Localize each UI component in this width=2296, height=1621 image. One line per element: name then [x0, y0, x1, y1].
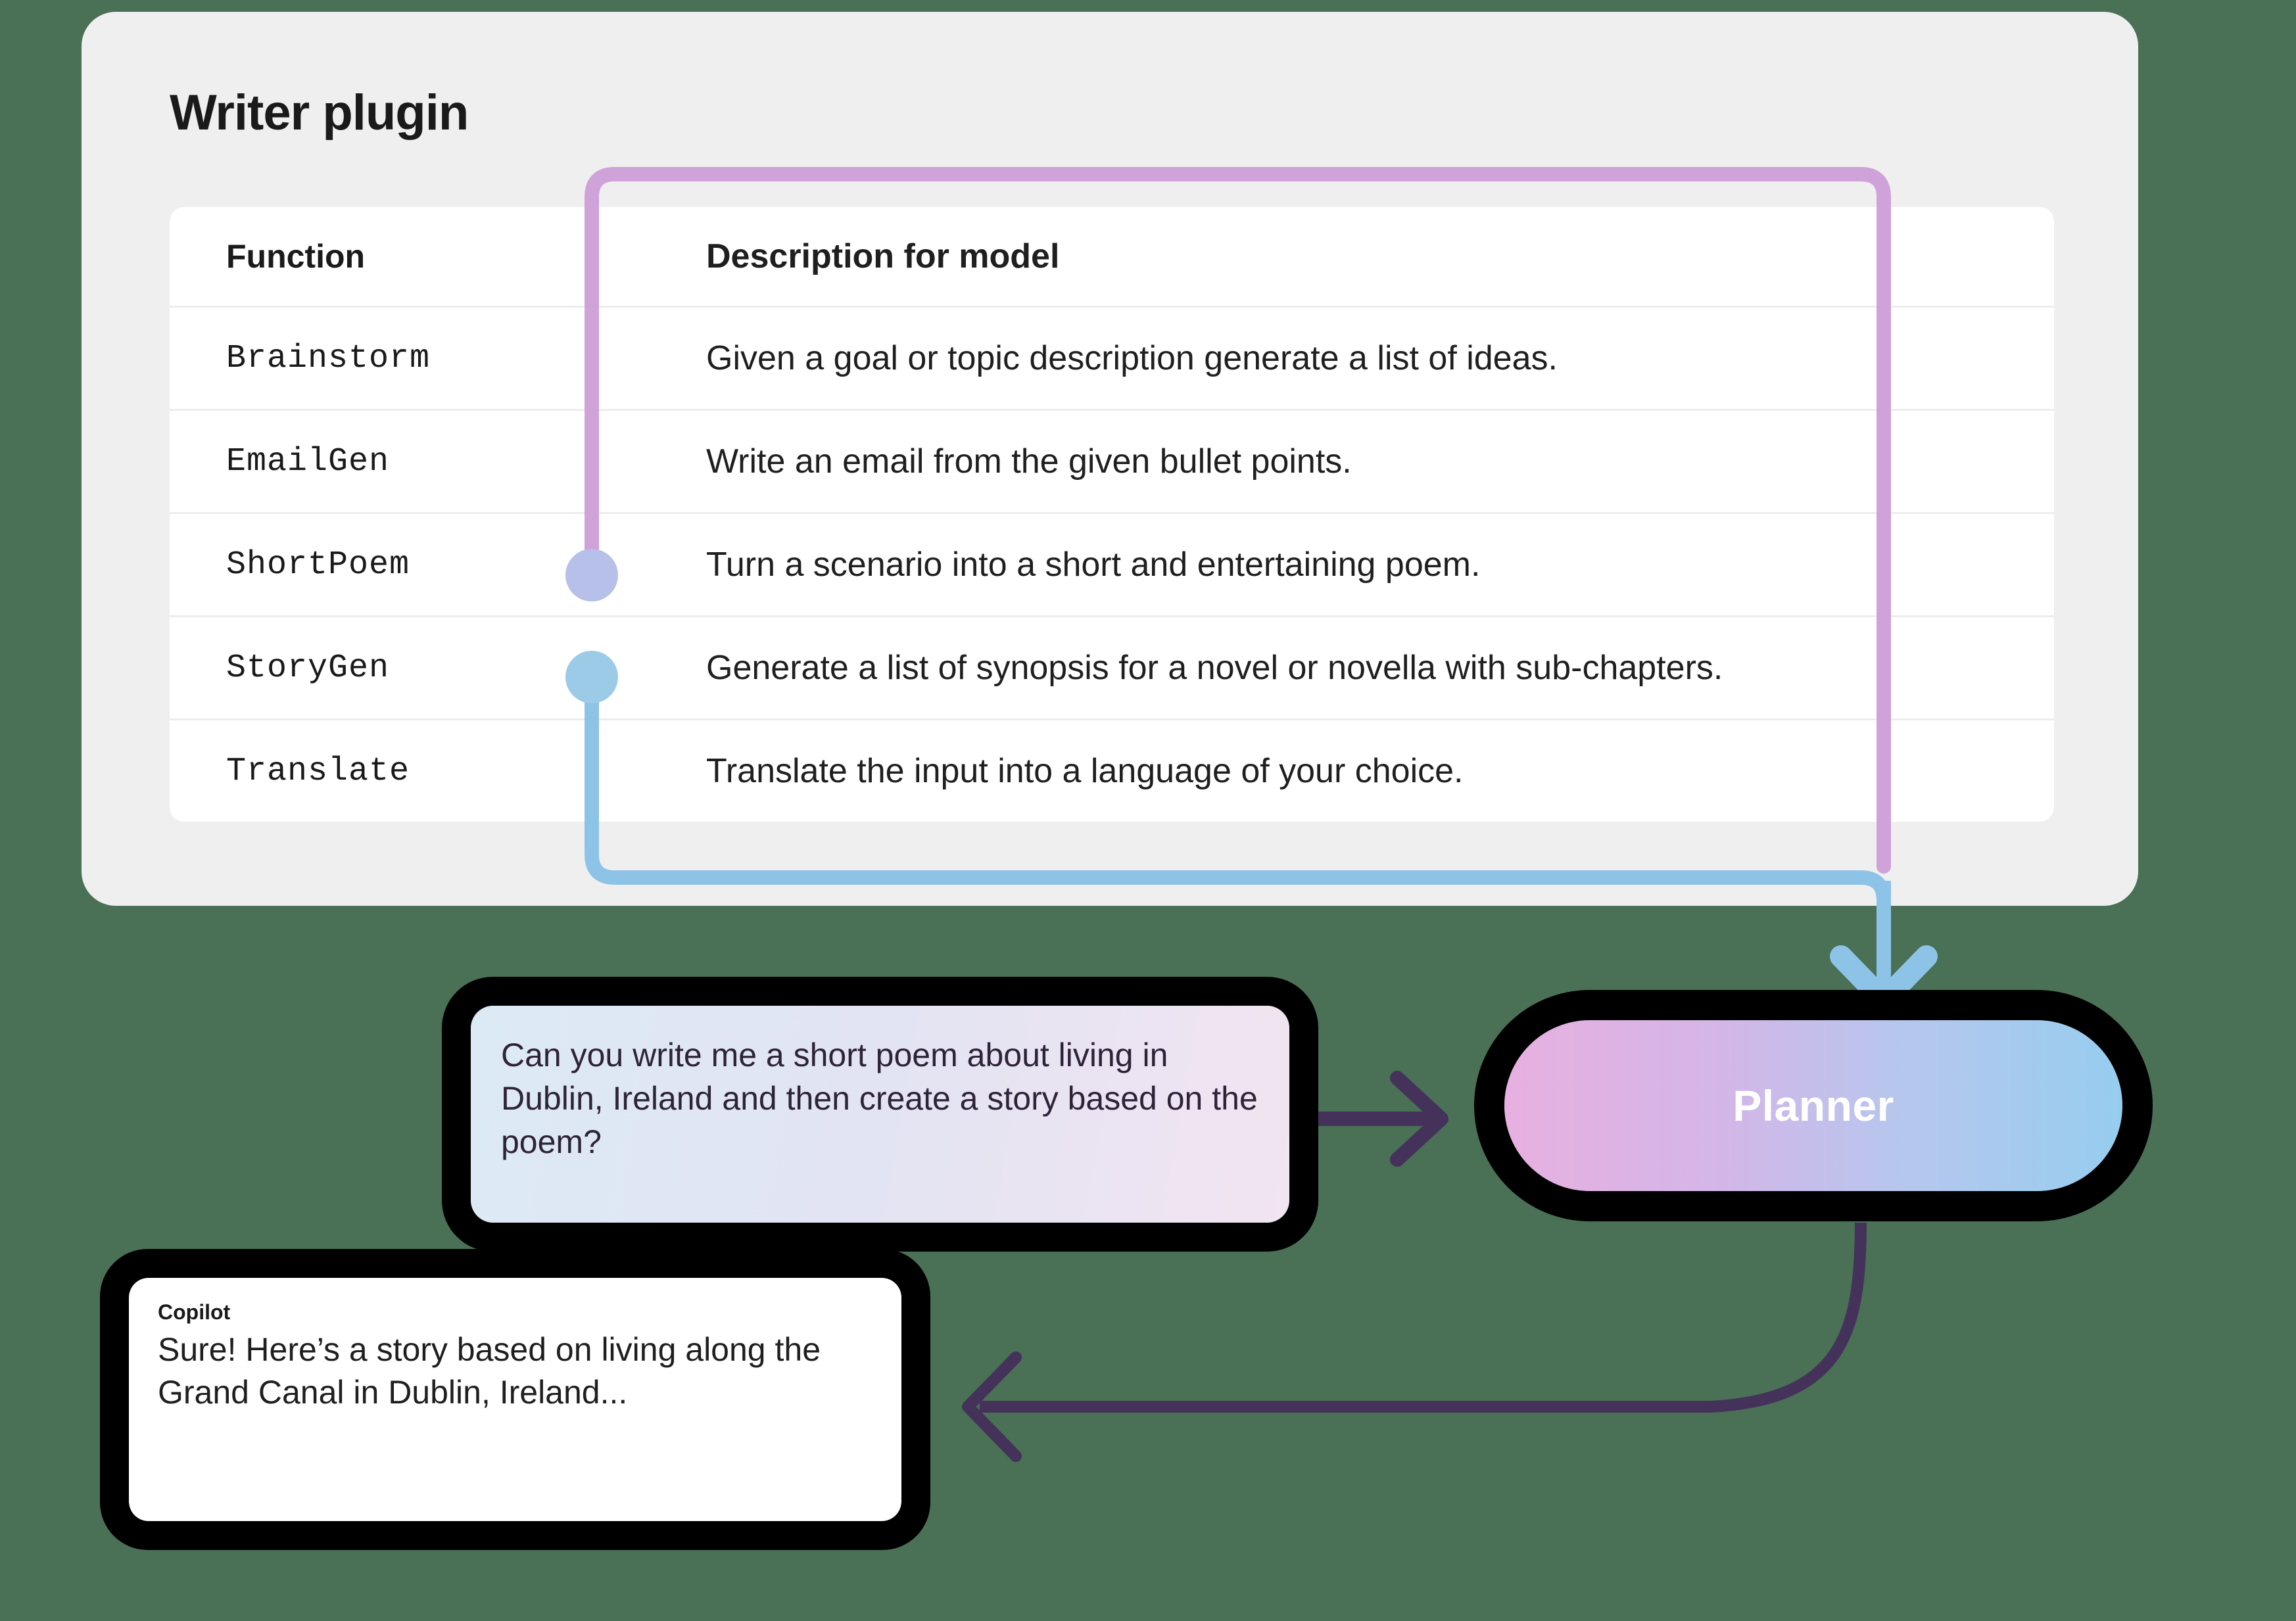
- copilot-sender-label: Copilot: [158, 1300, 231, 1324]
- column-header-function: Function: [226, 238, 366, 275]
- arrowhead-user-to-planner-icon: [1390, 1071, 1448, 1167]
- cell-function-name: ShortPoem: [226, 546, 410, 584]
- cell-function-name: Brainstorm: [226, 339, 431, 377]
- arrowhead-planner-to-copilot-icon: [962, 1351, 1022, 1462]
- table-row[interactable]: Brainstorm Given a goal or topic descrip…: [170, 308, 2054, 411]
- function-table: Function Description for model Brainstor…: [170, 207, 2054, 822]
- arrow-planner-to-copilot-stem: [980, 1222, 1867, 1413]
- cell-function-description: Given a goal or topic description genera…: [706, 339, 1558, 377]
- table-row[interactable]: Translate Translate the input into a lan…: [170, 720, 2054, 822]
- arrowhead-down-to-planner-icon: [1830, 945, 1938, 1012]
- copilot-response-bubble[interactable]: Copilot Sure! Here’s a story based on li…: [129, 1278, 901, 1521]
- cell-function-description: Translate the input into a language of y…: [706, 752, 1464, 790]
- user-message-text: Can you write me a short poem about livi…: [501, 1037, 1258, 1160]
- table-row[interactable]: StoryGen Generate a list of synopsis for…: [170, 617, 2054, 720]
- table-row[interactable]: EmailGen Write an email from the given b…: [170, 411, 2054, 514]
- planner-label: Planner: [1733, 1081, 1894, 1130]
- planner-node[interactable]: Planner: [1504, 1020, 2122, 1191]
- copilot-message-text: Sure! Here’s a story based on living alo…: [158, 1331, 821, 1411]
- cell-function-name: Translate: [226, 752, 410, 790]
- table-header-row: Function Description for model: [170, 207, 2054, 308]
- writer-plugin-panel: Writer plugin Function Description for m…: [82, 12, 2138, 906]
- cell-function-description: Turn a scenario into a short and enterta…: [706, 546, 1481, 584]
- column-header-description: Description for model: [706, 237, 1060, 275]
- cell-function-name: EmailGen: [226, 442, 390, 481]
- cell-function-description: Write an email from the given bullet poi…: [706, 442, 1352, 481]
- page-title: Writer plugin: [170, 85, 469, 141]
- cell-function-description: Generate a list of synopsis for a novel …: [706, 649, 1723, 687]
- table-row[interactable]: ShortPoem Turn a scenario into a short a…: [170, 514, 2054, 617]
- cell-function-name: StoryGen: [226, 649, 390, 687]
- user-message-bubble[interactable]: Can you write me a short poem about livi…: [471, 1006, 1289, 1223]
